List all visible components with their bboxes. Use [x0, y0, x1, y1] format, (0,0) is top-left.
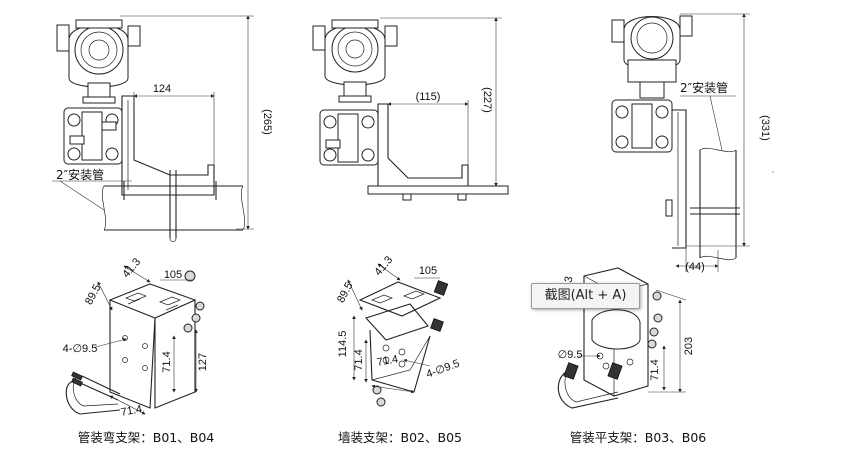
- dim-width-124: 124: [153, 83, 171, 95]
- bracket-b03-drawing: [557, 267, 687, 409]
- pipe-label-1: 2″安装管: [56, 167, 104, 182]
- transmitter-drawing-3: [611, 13, 750, 272]
- transmitter-drawing-2: [312, 17, 509, 201]
- b3-dim-3: 203: [683, 337, 695, 355]
- dim-offset-44: (44): [685, 261, 705, 273]
- b3-dim-0: 3: [563, 275, 576, 283]
- b1-dim-2: 105: [164, 269, 182, 281]
- b2-dim-5: 71.4: [376, 353, 399, 369]
- b1-dim-6: 71.4: [120, 403, 143, 419]
- b1-dim-3: 4-∅9.5: [63, 343, 98, 355]
- b1-dim-0: 89.5: [83, 282, 104, 307]
- dim-height-265: (265): [261, 109, 273, 135]
- bracket-b02-drawing: [347, 263, 449, 407]
- b2-dim-3: 114.5: [337, 331, 349, 358]
- transmitter-drawing-1: [52, 15, 254, 243]
- caption-b02-b05: 墙装支架：B02、B05: [338, 430, 462, 445]
- screenshot-tooltip: 截图(Alt + A): [531, 283, 640, 309]
- dim-height-331: (331): [759, 115, 771, 141]
- b2-dim-1: 41.3: [372, 254, 395, 278]
- caption-b01-b04: 管装弯支架：B01、B04: [78, 430, 215, 445]
- b1-dim-5: 127: [197, 353, 209, 371]
- dim-width-115: (115): [416, 91, 441, 103]
- b2-dim-0: 89.5: [335, 280, 356, 305]
- b3-dim-1: ∅9.5: [558, 349, 583, 361]
- b2-dim-6: 4-∅9.5: [425, 358, 462, 381]
- caption-b03-b06: 管装平支架：B03、B06: [570, 430, 707, 445]
- b1-dim-4: 71.4: [161, 351, 173, 372]
- stray-dot: [772, 171, 774, 173]
- b1-dim-1: 41.3: [120, 256, 143, 280]
- pipe-label-3: 2″安装管: [680, 80, 728, 95]
- b2-dim-4: 71.4: [353, 349, 365, 370]
- b2-dim-2: 105: [419, 265, 437, 277]
- b3-dim-2: 71.4: [649, 359, 661, 380]
- dim-height-227: (227): [481, 87, 493, 113]
- bracket-b01-drawing: [65, 265, 205, 415]
